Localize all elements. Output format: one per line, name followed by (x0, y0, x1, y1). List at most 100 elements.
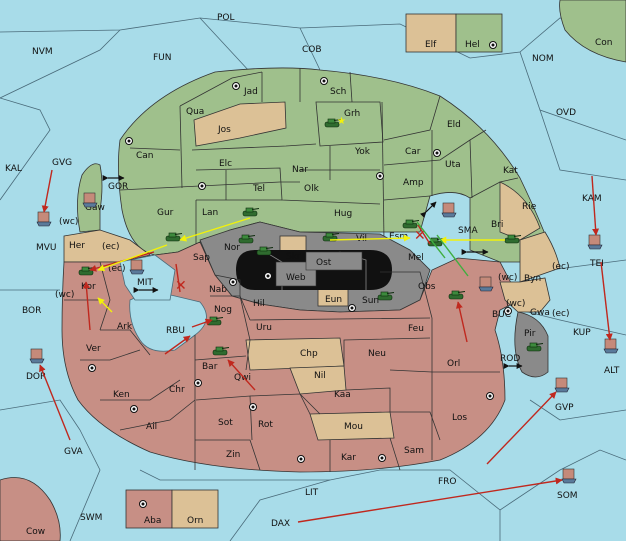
failed-move-marker: ✕ (175, 278, 187, 294)
label-kat: Kat (503, 166, 518, 176)
fleet-ship-icon (554, 377, 570, 393)
fleet-ship-icon (587, 234, 603, 250)
label-kup: KUP (573, 328, 591, 338)
region-chp[interactable] (245, 337, 345, 371)
supply-center-icon (378, 454, 386, 462)
label-eun: Eun (325, 295, 342, 305)
supply-center-icon (376, 172, 384, 180)
fleet-ship-icon (441, 202, 457, 218)
label-rot: Rot (258, 420, 273, 430)
coast-wc-gwa: (wc) (506, 299, 525, 309)
label-gur: Gur (157, 208, 174, 218)
label-ost: Ost (316, 258, 332, 268)
label-neu: Neu (368, 349, 386, 359)
fleet-ship-icon (29, 348, 45, 364)
label-kal: KAL (5, 164, 22, 174)
supply-center-icon (88, 364, 96, 372)
coast-labels: (wc) (ec) (ec) (wc) (wc) (ec) (wc) (ec) (55, 217, 570, 319)
region-cow[interactable] (0, 477, 61, 541)
label-yok: Yok (354, 147, 371, 157)
label-feu: Feu (408, 324, 424, 334)
label-nil: Nil (314, 371, 326, 381)
supply-center-icon (348, 304, 356, 312)
supply-center-icon (229, 278, 237, 286)
region-gwa[interactable] (499, 277, 551, 313)
label-cob: COB (302, 45, 322, 55)
label-sma: SMA (458, 226, 478, 236)
label-pir: Pir (524, 329, 536, 339)
supply-center-icon (320, 77, 328, 85)
region-grh[interactable] (315, 101, 384, 147)
region-mou[interactable] (309, 411, 395, 441)
label-lan: Lan (202, 208, 218, 218)
label-gvg: GVG (52, 158, 72, 168)
label-rie: Rie (522, 202, 537, 212)
supply-center-icon (486, 392, 494, 400)
label-mvu: MVU (36, 243, 57, 253)
supply-centers (88, 41, 512, 508)
label-ovd: OVD (556, 108, 576, 118)
label-kaa: Kaa (334, 390, 351, 400)
label-byn: Byn (524, 274, 541, 284)
label-ark: Ark (117, 322, 133, 332)
label-chp: Chp (300, 349, 318, 359)
label-tei: TEI (589, 259, 604, 269)
label-dor: DOR (26, 372, 46, 382)
region-orn[interactable] (171, 489, 219, 529)
label-buc: BUC (492, 310, 511, 320)
supply-center-icon (433, 149, 441, 157)
label-mel: Mel (408, 253, 424, 263)
region-jos[interactable] (193, 101, 287, 147)
double-arrow-icon (102, 175, 523, 369)
label-bor: BOR (22, 306, 41, 316)
label-cow: Cow (26, 527, 45, 537)
label-her: Her (69, 241, 85, 251)
supply-center-icon (264, 272, 272, 280)
label-pol: POL (217, 13, 235, 23)
label-los: Los (452, 413, 467, 423)
label-rbu: RBU (166, 326, 185, 336)
label-bri: Bri (491, 220, 503, 230)
coast-ec-gwa: (ec) (552, 309, 570, 319)
label-rod: ROD (500, 354, 520, 364)
label-zin: Zin (226, 450, 240, 460)
label-som: SOM (557, 491, 578, 501)
label-web: Web (286, 273, 306, 283)
label-qwi: Qwi (234, 373, 251, 383)
label-sch: Sch (330, 87, 346, 97)
label-olk: Olk (304, 184, 320, 194)
label-kor: Kor (81, 282, 96, 292)
label-sun: Sun (362, 296, 379, 306)
label-hil: Hil (253, 299, 265, 309)
label-uta: Uta (445, 160, 461, 170)
label-sap: Sap (193, 253, 210, 263)
label-lit: LIT (305, 488, 319, 498)
label-jad: Jad (243, 87, 258, 97)
label-sot: Sot (218, 418, 233, 428)
label-tel: Tel (252, 184, 265, 194)
star-icon: ★ (337, 116, 346, 127)
fleet-ship-icon (82, 192, 98, 208)
fleet-ship-icon (478, 276, 494, 292)
label-nor: Nor (224, 243, 240, 253)
label-elc: Elc (219, 159, 232, 169)
supply-center-icon (489, 41, 497, 49)
region-aba[interactable] (125, 489, 173, 529)
supply-center-icon (504, 307, 512, 315)
label-uru: Uru (256, 323, 272, 333)
label-hel: Hel (465, 40, 480, 50)
label-kam: KAM (582, 194, 602, 204)
label-alt: ALT (604, 366, 620, 376)
label-amp: Amp (403, 178, 424, 188)
region-byn[interactable] (519, 231, 561, 283)
region-ost[interactable] (305, 251, 363, 271)
region-rie[interactable] (499, 181, 541, 241)
label-orn: Orn (187, 516, 203, 526)
label-grh: Grh (344, 109, 360, 119)
region-con[interactable] (559, 0, 626, 63)
label-aba: Aba (144, 516, 161, 526)
supply-center-icon (194, 379, 202, 387)
label-nog: Nog (214, 305, 232, 315)
coast-wc-mvu: (wc) (59, 217, 78, 227)
